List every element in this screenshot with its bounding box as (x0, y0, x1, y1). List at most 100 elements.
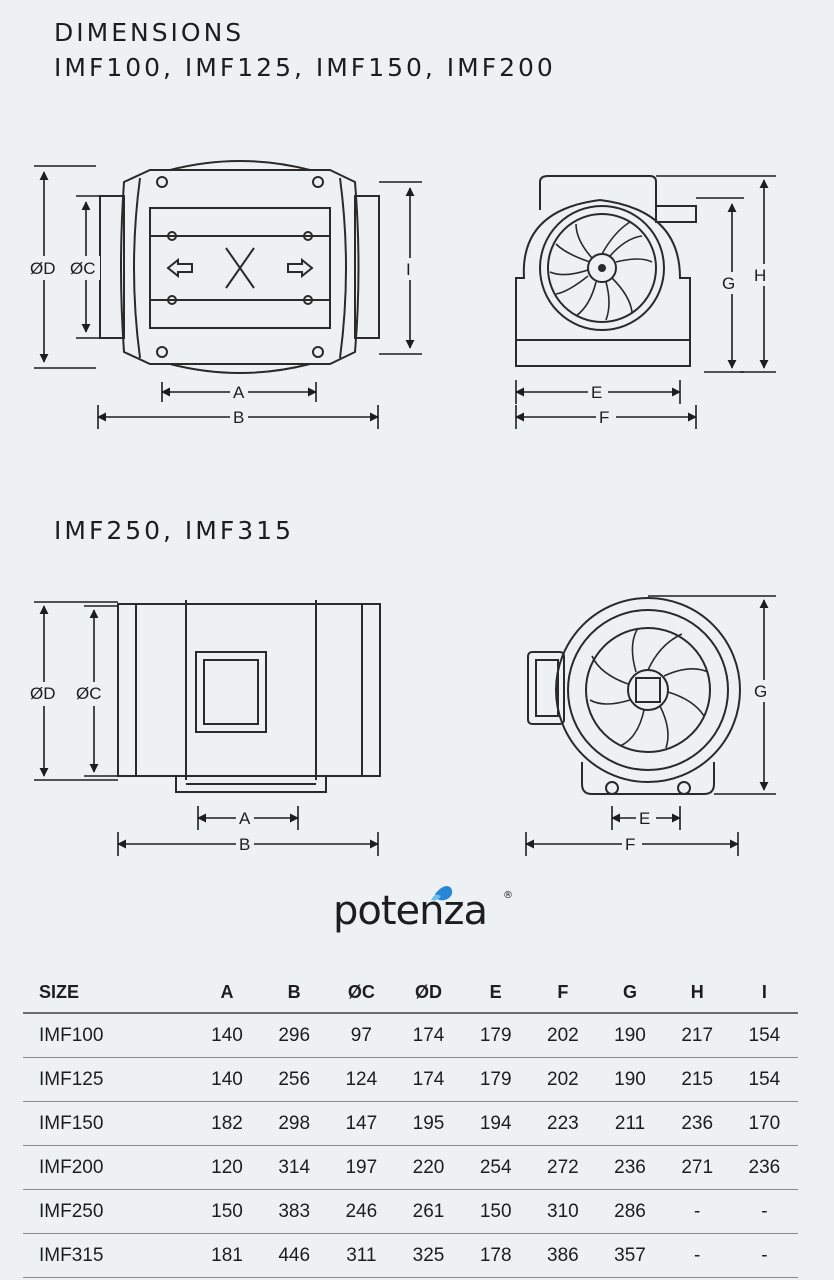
table-cell: 236 (663, 1101, 731, 1146)
table-cell: - (663, 1233, 731, 1278)
label-e-large: E (639, 809, 650, 828)
table-cell: 236 (596, 1145, 664, 1190)
dimension-labels-group1-side: ØD ØC I A B (28, 256, 418, 427)
dimension-labels-group1-front: G H E F (588, 264, 774, 427)
table-cell: 220 (394, 1145, 463, 1190)
column-header: E (462, 972, 530, 1014)
column-header: B (260, 972, 328, 1014)
label-b: B (233, 408, 244, 427)
table-cell: 202 (529, 1057, 597, 1102)
table-cell: 154 (730, 1057, 798, 1102)
table-cell: 174 (394, 1013, 463, 1058)
table-cell: IMF250 (23, 1189, 194, 1234)
table-cell: 296 (260, 1013, 328, 1058)
logo-wordmark: potenza (333, 888, 488, 934)
fan-side-view-small (99, 160, 380, 374)
label-f-large: F (625, 835, 635, 854)
table-cell: 124 (327, 1057, 395, 1102)
column-header: H (663, 972, 731, 1014)
table-cell: 286 (596, 1189, 664, 1234)
table-cell: 140 (193, 1057, 261, 1102)
column-header: G (596, 972, 664, 1014)
table-cell: 170 (730, 1101, 798, 1146)
table-cell: - (730, 1233, 798, 1278)
label-f: F (599, 408, 609, 427)
table-cell: 314 (260, 1145, 328, 1190)
models-heading-group2: IMF250, IMF315 (54, 516, 294, 545)
table-cell: 261 (394, 1189, 463, 1234)
table-cell: 202 (529, 1013, 597, 1058)
table-cell: 215 (663, 1057, 731, 1102)
column-header: ØD (394, 972, 463, 1014)
label-od: ØD (30, 259, 56, 278)
label-g: G (722, 274, 735, 293)
column-header: SIZE (23, 972, 194, 1014)
table-cell: 190 (596, 1013, 664, 1058)
table-cell: 236 (730, 1145, 798, 1190)
models-heading-group1: IMF100, IMF125, IMF150, IMF200 (54, 53, 556, 82)
label-i: I (406, 260, 411, 279)
table-cell: 147 (327, 1101, 395, 1146)
table-cell: 154 (730, 1013, 798, 1058)
table-cell: 174 (394, 1057, 463, 1102)
table-cell: 446 (260, 1233, 328, 1278)
table-cell: 254 (462, 1145, 530, 1190)
table-cell: 211 (596, 1101, 664, 1146)
label-oc: ØC (70, 259, 96, 278)
technical-drawings: ØD ØC I A B (28, 160, 776, 856)
table-cell: 217 (663, 1013, 731, 1058)
dimension-labels-group2-side: ØD ØC A B (28, 682, 254, 854)
dimension-lines-group2-side (34, 601, 379, 856)
label-a: A (233, 383, 245, 402)
column-header: ØC (327, 972, 395, 1014)
table-cell: 386 (529, 1233, 597, 1278)
column-header: F (529, 972, 597, 1014)
table-cell: IMF315 (23, 1233, 194, 1278)
table-cell: 271 (663, 1145, 731, 1190)
label-g-large: G (754, 682, 767, 701)
dimension-lines-group1-side (34, 165, 422, 429)
table-cell: 383 (260, 1189, 328, 1234)
table-cell: IMF100 (23, 1013, 194, 1058)
table-cell: IMF150 (23, 1101, 194, 1146)
table-cell: 197 (327, 1145, 395, 1190)
table-cell: 298 (260, 1101, 328, 1146)
fan-front-view-small (515, 175, 697, 367)
table-cell: - (730, 1189, 798, 1234)
table-cell: 357 (596, 1233, 664, 1278)
table-cell: 256 (260, 1057, 328, 1102)
table-cell: 178 (462, 1233, 530, 1278)
table-cell: 311 (327, 1233, 395, 1278)
table-cell: 120 (193, 1145, 261, 1190)
brand-logo: potenza ® (333, 880, 513, 946)
fan-side-view-large (117, 600, 381, 793)
label-od-large: ØD (30, 684, 56, 703)
table-cell: 150 (462, 1189, 530, 1234)
table-cell: 325 (394, 1233, 463, 1278)
page-title: DIMENSIONS (54, 18, 245, 47)
label-h: H (754, 266, 766, 285)
dimension-labels-group2-front: G E F (622, 680, 774, 854)
table-cell: 182 (193, 1101, 261, 1146)
column-header: I (730, 972, 798, 1014)
table-cell: IMF125 (23, 1057, 194, 1102)
label-e: E (591, 383, 602, 402)
table-cell: 97 (327, 1013, 395, 1058)
table-cell: 246 (327, 1189, 395, 1234)
table-cell: 310 (529, 1189, 597, 1234)
label-b-large: B (239, 835, 250, 854)
table-cell: 223 (529, 1101, 597, 1146)
table-cell: 272 (529, 1145, 597, 1190)
table-cell: 179 (462, 1013, 530, 1058)
registered-mark: ® (503, 890, 513, 901)
water-drop-icon (431, 886, 453, 901)
table-cell: IMF200 (23, 1145, 194, 1190)
table-cell: 140 (193, 1013, 261, 1058)
